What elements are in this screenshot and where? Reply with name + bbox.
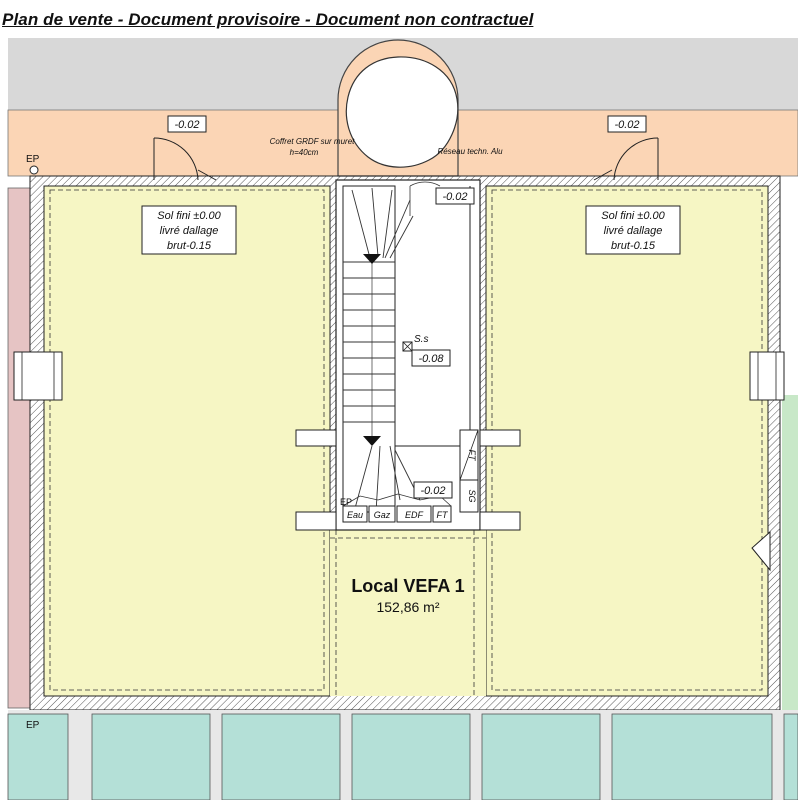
duct-ft-label: FT: [467, 450, 477, 462]
meter-edf: EDF: [405, 510, 424, 520]
gas-box-circle: [345, 56, 459, 168]
room-left: [43, 185, 331, 697]
floor-note-left-line1: Sol fini ±0.00: [157, 210, 221, 222]
stair-steps: [343, 187, 421, 513]
level-tag-left: -0.02: [174, 119, 199, 131]
ss-label: S.s: [414, 334, 428, 345]
level-tag-right: -0.02: [614, 119, 639, 131]
floor-note-left-box: [141, 205, 237, 255]
floor-note-right-line1: Sol fini ±0.00: [601, 210, 665, 222]
window-right[interactable]: [749, 351, 785, 401]
duct-sg-label: SG: [467, 489, 477, 502]
floor-note-left-line3: brut-0.15: [167, 240, 212, 252]
ep-stair-label: EP: [340, 497, 352, 507]
duct-sg: [459, 479, 479, 513]
floor-note-right-box: [585, 205, 681, 255]
window-left[interactable]: [13, 351, 63, 401]
ep-bottom-label: EP: [26, 720, 40, 731]
meter-row: [342, 505, 452, 523]
level-tag-stair-mid: -0.08: [418, 353, 444, 365]
plan-header: Plan de vente - Document provisoire - Do…: [2, 10, 534, 29]
room-right: [485, 185, 769, 697]
room-area: 152,86 m²: [376, 599, 439, 615]
opening-right-lower: [479, 511, 521, 531]
bottom-bays: [7, 710, 798, 800]
ep-top-label: EP: [26, 154, 40, 165]
gas-box-label-line2: h=40cm: [290, 148, 319, 157]
level-tag-stair-bottom-box: [413, 481, 453, 499]
level-tag-right-box: [607, 115, 647, 133]
room-center: [330, 530, 486, 696]
opening-left-lower: [295, 511, 337, 531]
stair-door-swing: [409, 181, 441, 216]
level-tag-stair-top: -0.02: [442, 191, 467, 203]
door-left[interactable]: [153, 137, 217, 181]
left-neighbour: [7, 187, 31, 709]
stair-arrow-down: [363, 436, 381, 446]
floor-note-left-line2: livré dallage: [160, 225, 219, 237]
opening-left-upper: [295, 429, 337, 447]
ss-marker-cross: [402, 341, 413, 352]
room-name: Local VEFA 1: [351, 576, 464, 596]
meter-eau: Eau: [347, 510, 363, 520]
level-tag-stair-mid-box: [411, 349, 451, 367]
level-tag-left-box: [167, 115, 207, 133]
meter-gaz: Gaz: [374, 510, 391, 520]
meter-ft: FT: [437, 510, 449, 520]
stair-arrow-up: [363, 254, 381, 264]
opening-right-upper: [479, 429, 521, 447]
floor-note-right-line3: brut-0.15: [611, 240, 656, 252]
drain-top-marker: [29, 165, 39, 175]
level-tag-stair-bottom: -0.02: [420, 485, 445, 497]
floor-note-right-line2: livré dallage: [604, 225, 663, 237]
level-tag-stair-top-box: [435, 187, 475, 205]
duct-ft-diag: [459, 429, 479, 481]
right-neighbour: [782, 395, 798, 710]
door-right[interactable]: [593, 137, 659, 181]
door-right-side[interactable]: [751, 530, 771, 572]
gas-box-label-line1: Coffret GRDF sur muret: [270, 137, 356, 146]
network-label: Réseau techn. Alu: [437, 147, 503, 156]
